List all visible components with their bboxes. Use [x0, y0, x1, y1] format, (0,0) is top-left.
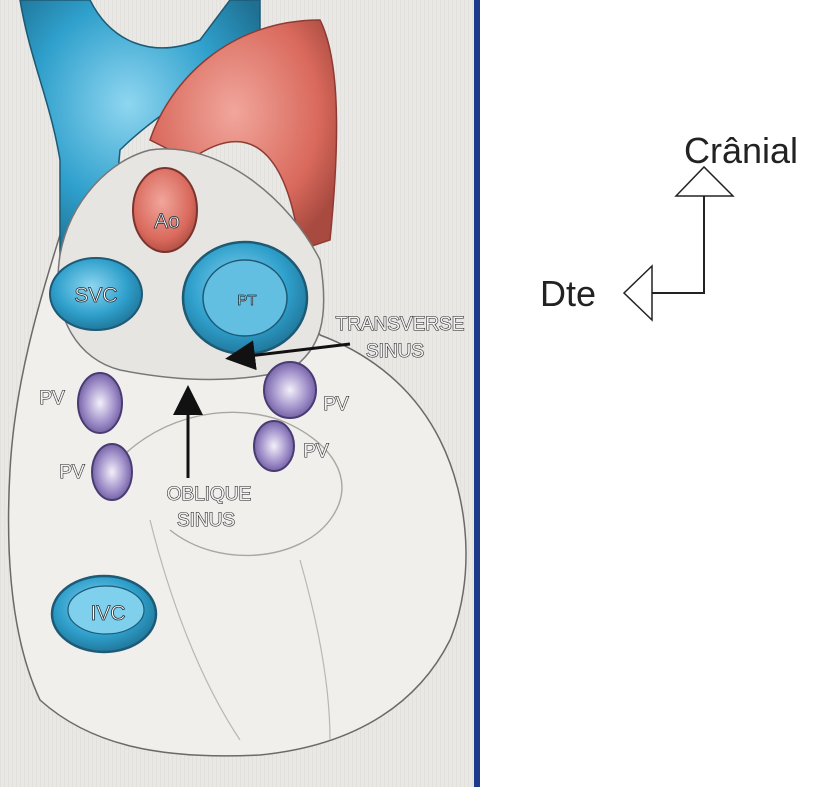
orientation-axes: [652, 196, 704, 293]
label-pv-lower-right: PV: [303, 441, 329, 462]
pulmonary-vein-lower-right: [254, 421, 294, 471]
label-transverse-line2: SINUS: [366, 341, 424, 362]
label-oblique-line2: SINUS: [177, 510, 235, 531]
label-pt: PT: [237, 292, 256, 309]
right-arrowhead: [624, 266, 652, 320]
label-pv-upper-left: PV: [39, 388, 65, 409]
anatomy-illustration: Ao SVC PT TRANSVERSE SINUS PV PV PV PV O…: [0, 0, 480, 787]
label-pv-upper-right: PV: [323, 394, 349, 415]
label-ivc: IVC: [90, 602, 125, 625]
label-transverse-line1: TRANSVERSE: [336, 314, 465, 335]
pulmonary-vein-lower-left: [92, 444, 132, 500]
label-oblique-line1: OBLIQUE: [167, 484, 251, 505]
pulmonary-vein-upper-left: [78, 373, 122, 433]
label-ao: Ao: [154, 210, 180, 233]
pulmonary-vein-upper-right: [264, 362, 316, 418]
photo-edge-strip: [474, 0, 480, 787]
label-dte: Dte: [540, 273, 596, 314]
label-svc: SVC: [74, 284, 117, 307]
cranial-arrowhead: [676, 167, 733, 196]
label-pv-lower-left: PV: [59, 462, 85, 483]
label-cranial: Crânial: [684, 130, 798, 171]
orientation-indicator: Crânial Dte: [540, 130, 798, 320]
